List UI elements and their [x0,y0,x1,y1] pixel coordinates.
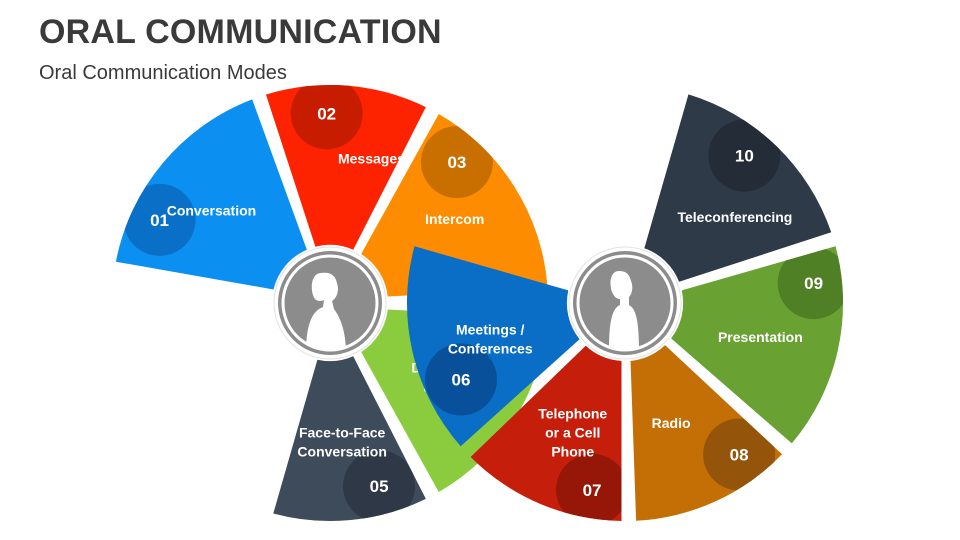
segment-number: 10 [735,147,754,166]
segment-label: Radio [652,415,691,431]
number-badge [556,453,622,521]
segment-number: 03 [447,153,466,172]
segment-label: Messages [338,150,405,166]
segment-number: 01 [150,211,169,230]
hub-avatar [273,246,387,360]
segment-number: 07 [583,481,602,500]
segment-label: Meetings / [456,322,525,338]
woman-silhouette-icon [306,272,346,349]
segment-label: Face-to-Face [299,424,386,440]
segment-number: 08 [730,445,749,464]
segment-number: 05 [370,477,389,496]
number-badge [290,84,363,150]
hub-avatar [568,246,682,360]
segment-label: Conferences [448,341,533,357]
number-badge [123,183,196,256]
segment-label: Conversation [167,202,256,218]
number-badge [343,450,416,522]
segment-08: 08 Radio [630,345,783,521]
segment-label: or a Cell [545,424,600,440]
man-silhouette-icon [609,271,639,349]
page-title: ORAL COMMUNICATION [39,13,442,51]
segment-label: Presentation [718,329,803,345]
segment-label: Phone [551,443,594,459]
number-badge [420,126,493,199]
segment-label: Telephone [538,405,607,421]
segment-number: 09 [804,274,823,293]
segment-label: Teleconferencing [677,209,792,225]
number-badge [708,119,781,192]
segment-label: Conversation [297,443,386,459]
segment-shape [361,114,548,297]
page-subtitle: Oral Communication Modes [39,62,287,84]
segment-number: 06 [452,370,471,389]
number-badge [703,418,776,491]
segment-06: 06 Meetings / Conferences [406,246,580,447]
number-badge [425,343,498,416]
segment-number: 02 [317,104,336,123]
number-badge [777,247,844,320]
segment-label: Intercom [425,211,484,227]
